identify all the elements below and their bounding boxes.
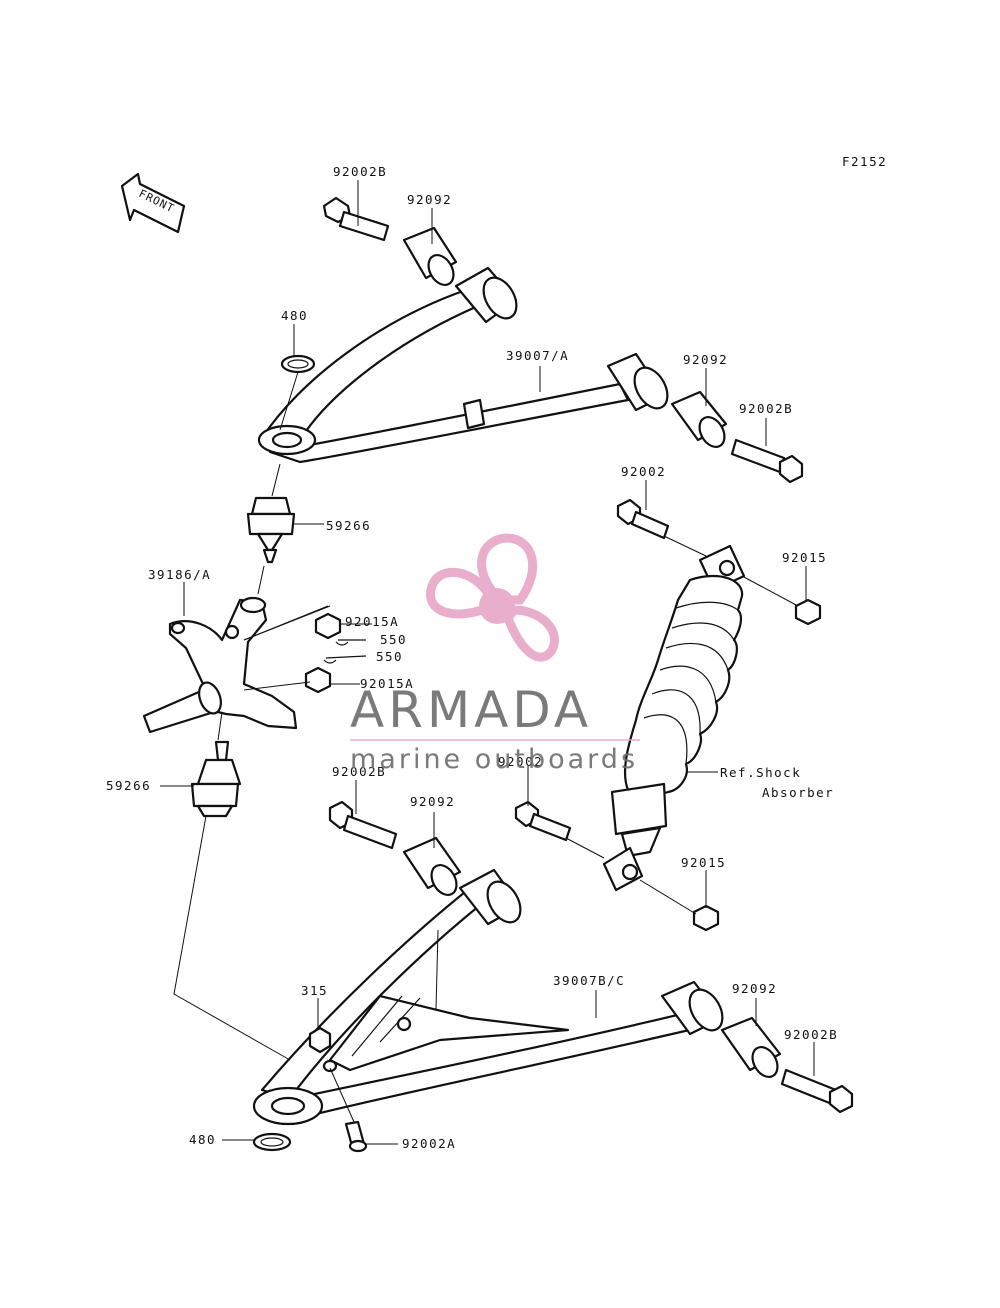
lower-arm-bolt-front — [328, 800, 398, 850]
label-92002-upper: 92002 — [621, 464, 666, 479]
label-39007a: 39007/A — [506, 348, 569, 363]
lower-ball-joint — [190, 740, 242, 818]
figure-code: F2152 — [842, 154, 887, 169]
propeller-logo — [426, 533, 559, 662]
upper-bushing-front — [402, 226, 458, 287]
label-550-lower: 550 — [376, 649, 403, 664]
upper-a-arm — [257, 266, 669, 464]
shock-absorber — [602, 544, 746, 892]
lower-bushing-rear — [720, 1016, 782, 1079]
steering-knuckle — [142, 596, 298, 734]
label-550-upper: 550 — [380, 632, 407, 647]
cotter-pin-upper — [335, 639, 366, 646]
leader-lines — [160, 180, 815, 1145]
upper-ball-joint — [246, 496, 296, 564]
label-92002b-lower-front: 92002B — [332, 764, 386, 779]
lower-arm-bolt-rear — [780, 1068, 854, 1114]
upper-arm-bolt-front — [322, 196, 390, 242]
lower-nut — [308, 1026, 332, 1054]
watermark-tagline: marine outboards — [350, 744, 638, 775]
label-39186a: 39186/A — [148, 567, 211, 582]
front-direction-arrow: FRONT — [120, 172, 186, 234]
label-92015a-upper: 92015A — [345, 614, 399, 629]
upper-arm-bolt-rear — [730, 438, 804, 484]
shock-upper-nut — [794, 598, 822, 626]
label-92092-lower-front: 92092 — [410, 794, 455, 809]
label-absorber: Absorber — [762, 785, 834, 800]
part-labels: 92002B 92092 480 39007/A 92092 92002B 92… — [106, 164, 838, 1151]
cotter-pin-lower — [323, 655, 367, 664]
label-92092-upper-front: 92092 — [407, 192, 452, 207]
label-92002b-lower-rear: 92002B — [784, 1027, 838, 1042]
label-480-lower: 480 — [189, 1132, 216, 1147]
watermark-brand: ARMADA — [350, 681, 592, 739]
label-92002-lower: 92002 — [498, 754, 543, 769]
shock-lower-nut — [692, 904, 720, 932]
armada-watermark: ARMADA marine outboards — [350, 533, 640, 775]
label-59266-lower: 59266 — [106, 778, 151, 793]
label-59266-upper: 59266 — [326, 518, 371, 533]
label-92092-upper-rear: 92092 — [683, 352, 728, 367]
label-92015-lower: 92015 — [681, 855, 726, 870]
knuckle-nut-upper — [314, 612, 342, 640]
label-39007bc: 39007B/C — [553, 973, 625, 988]
lower-circlip — [252, 1132, 292, 1152]
label-92002b-upper-front: 92002B — [333, 164, 387, 179]
label-92015-upper: 92015 — [782, 550, 827, 565]
upper-bushing-rear — [670, 390, 728, 449]
lower-bushing-front — [402, 836, 462, 897]
label-92002b-upper-rear: 92002B — [739, 401, 793, 416]
upper-circlip — [280, 354, 316, 374]
label-315: 315 — [301, 983, 328, 998]
lower-bolt — [344, 1120, 368, 1153]
shock-lower-bolt — [514, 800, 572, 842]
shock-upper-bolt — [616, 498, 670, 540]
label-480-upper: 480 — [281, 308, 308, 323]
knuckle-nut-lower — [304, 666, 332, 694]
label-92092-lower-rear: 92092 — [732, 981, 777, 996]
label-92002a: 92002A — [402, 1136, 456, 1151]
label-92015a-lower: 92015A — [360, 676, 414, 691]
label-ref-shock: Ref.Shock — [720, 765, 801, 780]
